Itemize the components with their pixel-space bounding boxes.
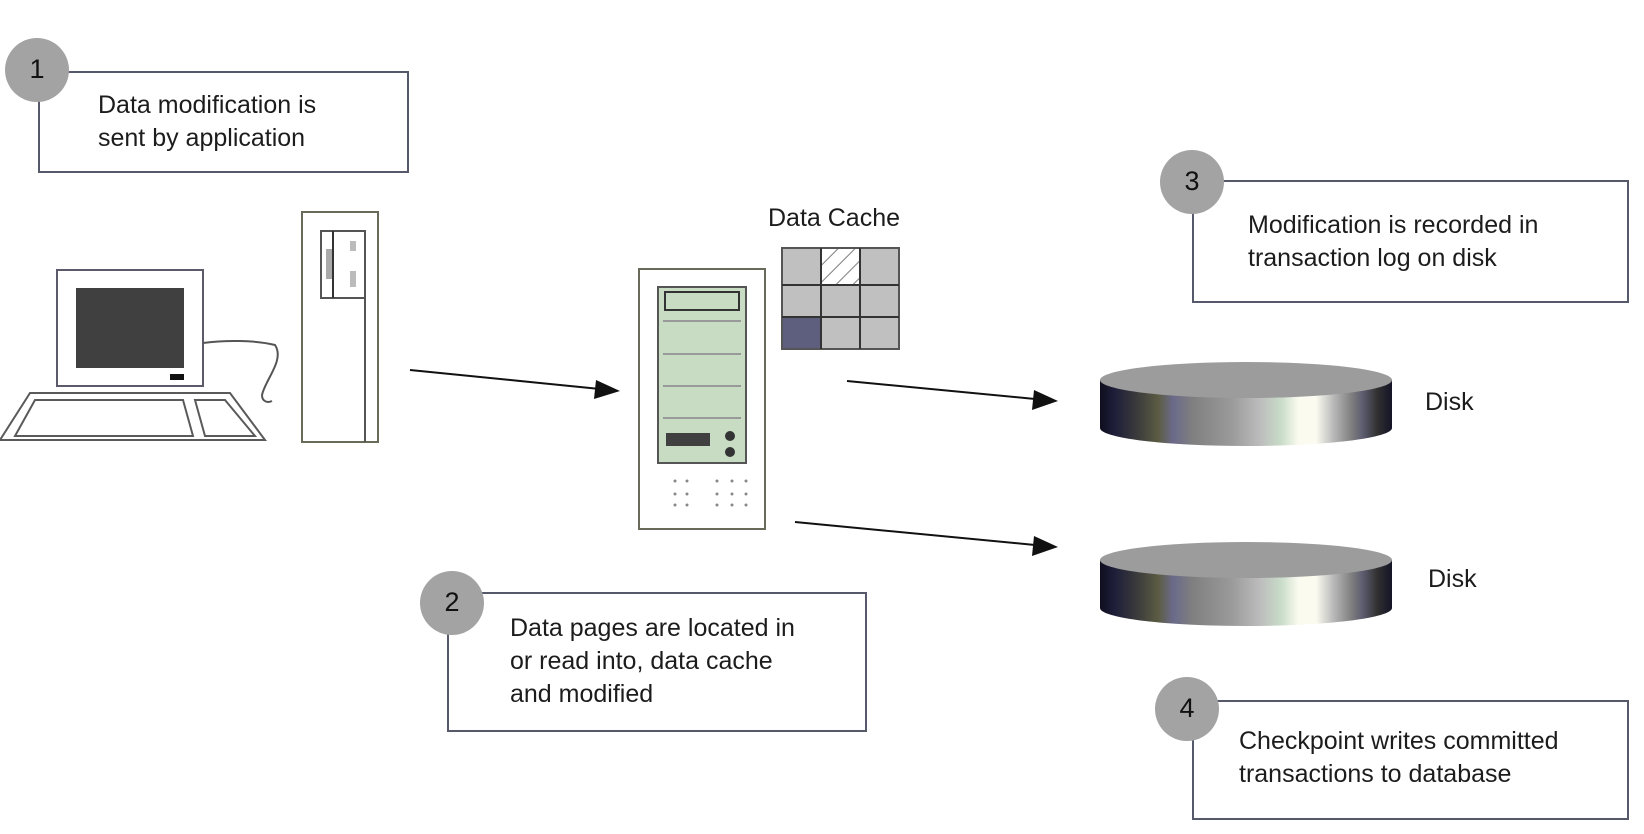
arrow-server-to-data-disk [794,521,1036,546]
step-2-text: Data pages are located in or read into, … [510,614,795,708]
data-cache-grid [781,247,900,350]
arrow-client-to-server [409,369,601,390]
cache-cell [782,248,821,285]
arrows [409,369,1058,556]
cache-cell [860,285,899,317]
cache-cell [821,285,860,317]
disk-data-label: Disk [1428,565,1477,593]
step-3-callout [1192,180,1629,303]
cache-cell [782,285,821,317]
step-1-text: Data modification is sent by application [98,91,317,152]
cache-cell [860,317,899,349]
step-3-badge: 3 [1160,150,1224,214]
step-4-callout [1192,700,1629,820]
step-2-callout [447,592,867,732]
server-icon [638,268,766,530]
client-computer-icon [0,211,379,443]
step-2-badge: 2 [420,571,484,635]
cache-cell [821,317,860,349]
cache-cell [860,248,899,285]
data-cache-label: Data Cache [768,204,901,232]
disk-icon-log [1100,362,1392,446]
step-1-callout [38,71,409,173]
disk-log-label: Disk [1425,388,1474,416]
step-3-text: Modification is recorded in transaction … [1248,211,1539,272]
arrow-server-to-log-disk [846,380,1036,400]
step-4-badge: 4 [1155,677,1219,741]
cache-cell-dark [782,317,821,349]
disk-icon-data [1100,542,1392,626]
step-1-badge: 1 [5,38,69,102]
step-4-text: Checkpoint writes committed transactions… [1239,727,1559,788]
